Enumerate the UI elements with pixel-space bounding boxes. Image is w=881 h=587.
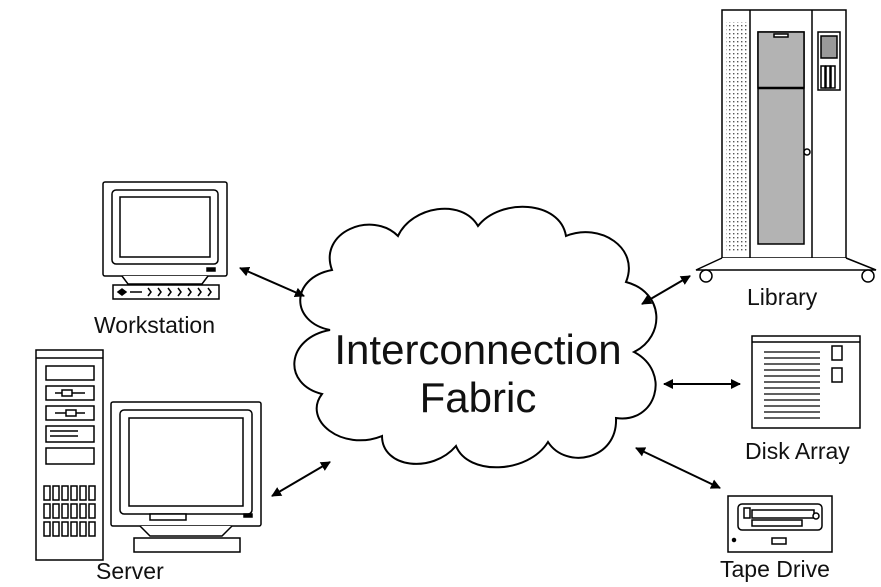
disk-array-label: Disk Array bbox=[745, 438, 850, 464]
fabric-cloud bbox=[293, 205, 658, 469]
tape-drive-icon bbox=[727, 495, 833, 553]
server-tower-icon bbox=[35, 349, 104, 561]
workstation-label: Workstation bbox=[94, 312, 216, 338]
workstation-icon bbox=[102, 181, 228, 300]
arrow-workstation bbox=[239, 267, 305, 297]
library-icon bbox=[695, 9, 877, 283]
arrow-library bbox=[641, 275, 691, 305]
server-label: Server bbox=[96, 558, 164, 584]
fabric-label: Interconnection Fabric bbox=[313, 326, 643, 422]
fabric-label-line2: Fabric bbox=[419, 374, 537, 421]
server-monitor-icon bbox=[110, 401, 262, 553]
library-label: Library bbox=[747, 284, 818, 310]
arrow-server bbox=[271, 461, 331, 497]
arrow-tape-drive bbox=[635, 447, 721, 489]
connection-arrows bbox=[239, 267, 741, 497]
tape-drive-label: Tape Drive bbox=[720, 556, 830, 582]
disk-array-icon bbox=[751, 335, 861, 429]
fabric-label-line1: Interconnection bbox=[334, 326, 622, 373]
